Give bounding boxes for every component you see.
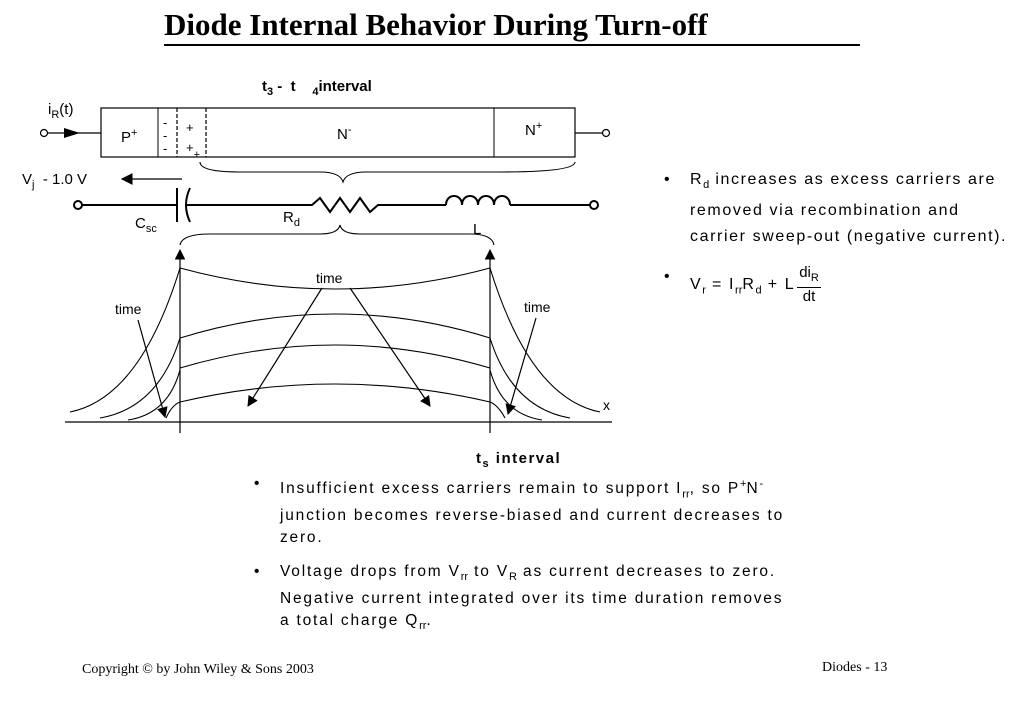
n-plus-region-label: N+ (525, 120, 543, 139)
circuit-terminal-right (589, 200, 599, 210)
time-label-left: time (115, 301, 142, 317)
time-label-right: time (524, 299, 551, 315)
bottom-bullet-list: Insufficient excess carriers remain to s… (250, 473, 790, 649)
bullet-insufficient-carriers: Insufficient excess carriers remain to s… (250, 473, 790, 549)
time-arrow-center-left (247, 287, 323, 407)
capacitor-label: Csc (135, 215, 157, 236)
tail-left-2 (99, 337, 181, 419)
profile-top (179, 267, 491, 290)
interval-label-top: t3 - t 4interval (262, 78, 372, 99)
tail-right-3 (489, 369, 543, 421)
upper-brace (199, 161, 576, 184)
profile-middle (179, 313, 491, 339)
junction-voltage-label: Vj - 1.0 V (22, 171, 87, 192)
page-title: Diode Internal Behavior During Turn-off (164, 7, 708, 42)
time-arrow-center-right (349, 287, 431, 407)
inductor-coil (445, 195, 511, 206)
time-label-center: time (316, 270, 343, 286)
copyright-text: Copyright © by John Wiley & Sons 2003 (82, 662, 314, 677)
page-number: Diodes - 13 (822, 660, 888, 675)
inductor-label: L (473, 221, 482, 238)
time-arrow-right (505, 317, 537, 416)
profile-lower (179, 344, 491, 369)
n-minus-region-label: N- (337, 124, 352, 143)
terminal-right (601, 128, 611, 138)
lower-brace (179, 224, 495, 246)
tail-right-1 (489, 267, 601, 413)
depletion-plus-signs: + ++ (186, 120, 201, 161)
tail-left-1 (69, 267, 181, 413)
title-underline (164, 44, 860, 46)
tail-right-2 (489, 337, 571, 419)
current-arrow (64, 128, 80, 138)
x-axis-label: x (603, 397, 610, 413)
p-region-label: P+ (121, 127, 138, 146)
right-bullet-list: Rd increases as excess carriers are remo… (660, 167, 1020, 318)
interval-label-bottom: ts interval (476, 450, 562, 471)
circuit-terminal-left (73, 200, 83, 210)
depletion-minus-signs: - - - (163, 115, 168, 156)
bullet-rd-increases: Rd increases as excess carriers are remo… (660, 167, 1020, 250)
resistor-label: Rd (283, 209, 300, 230)
time-arrow-left (137, 319, 168, 419)
current-label: iR(t) (48, 101, 74, 122)
resistor (300, 196, 390, 214)
terminal-left (39, 128, 49, 138)
bullet-voltage-drops: Voltage drops from Vrr to VR as current … (250, 561, 790, 637)
profile-bottom (165, 383, 506, 419)
